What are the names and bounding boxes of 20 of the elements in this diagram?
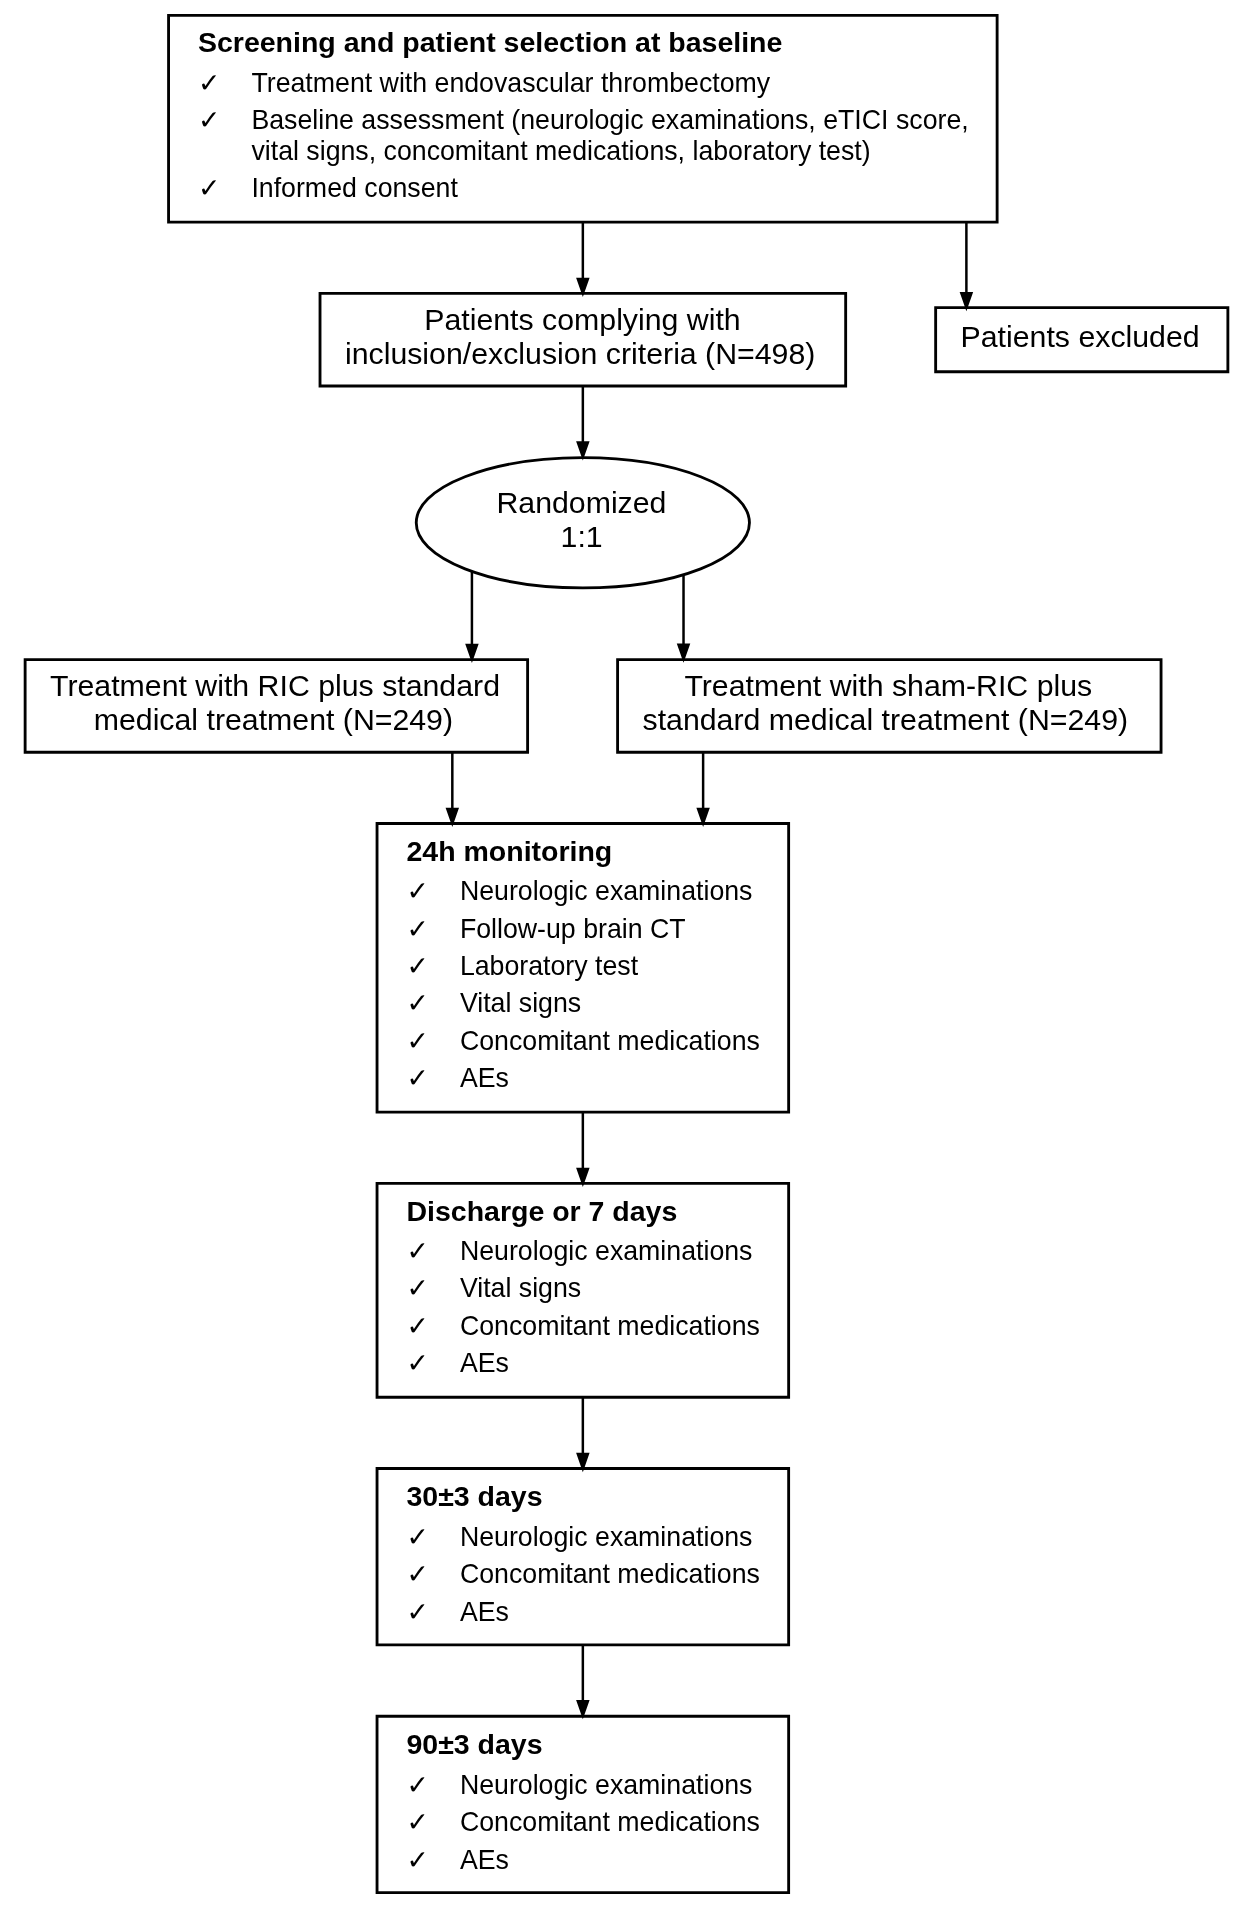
node-box: 90±3 days ✓ Neurologic examinations ✓ Concomitant medications ✓ AEs: [375, 1714, 791, 1895]
node-box: Treatment with sham-RIC plus standard medical treatment (N=249): [616, 658, 1163, 754]
arrow: [445, 752, 460, 827]
arrow: [576, 1645, 590, 1720]
node-box: Discharge or 7 days ✓ Neurologic examinations ✓ Vital signs ✓ Concomitant medications ✓ AEs: [375, 1182, 791, 1399]
node-box: Patients excluded: [934, 306, 1230, 374]
node-box: Screening and patient selection at baseline ✓ Treatment with endovascular thrombectomy ✓ Baseline assessment (neurologic examinations, eTICI score, vital signs, concomitant medications, laboratory test) ✓ Informed consent: [167, 13, 999, 224]
arrow: [576, 1112, 590, 1188]
arrow: [576, 386, 590, 461]
arrow: [576, 222, 590, 297]
node-ellipse: Randomized 1:1: [414, 456, 751, 590]
arrow: [576, 1397, 590, 1473]
node-box: Patients complying with inclusion/exclusion criteria (N=498): [318, 291, 848, 388]
arrow: [465, 571, 479, 663]
arrow: [696, 752, 710, 827]
node-box: 24h monitoring ✓ Neurologic examinations ✓ Follow-up brain CT ✓ Laboratory test ✓ Vital signs ✓ Concomitant medications ✓ AEs: [375, 822, 791, 1114]
node-box: Treatment with RIC plus standard medical treatment (N=249): [23, 658, 530, 754]
arrow: [676, 575, 691, 663]
node-box: 30±3 days ✓ Neurologic examinations ✓ Concomitant medications ✓ AEs: [375, 1467, 791, 1647]
arrow: [959, 222, 974, 312]
